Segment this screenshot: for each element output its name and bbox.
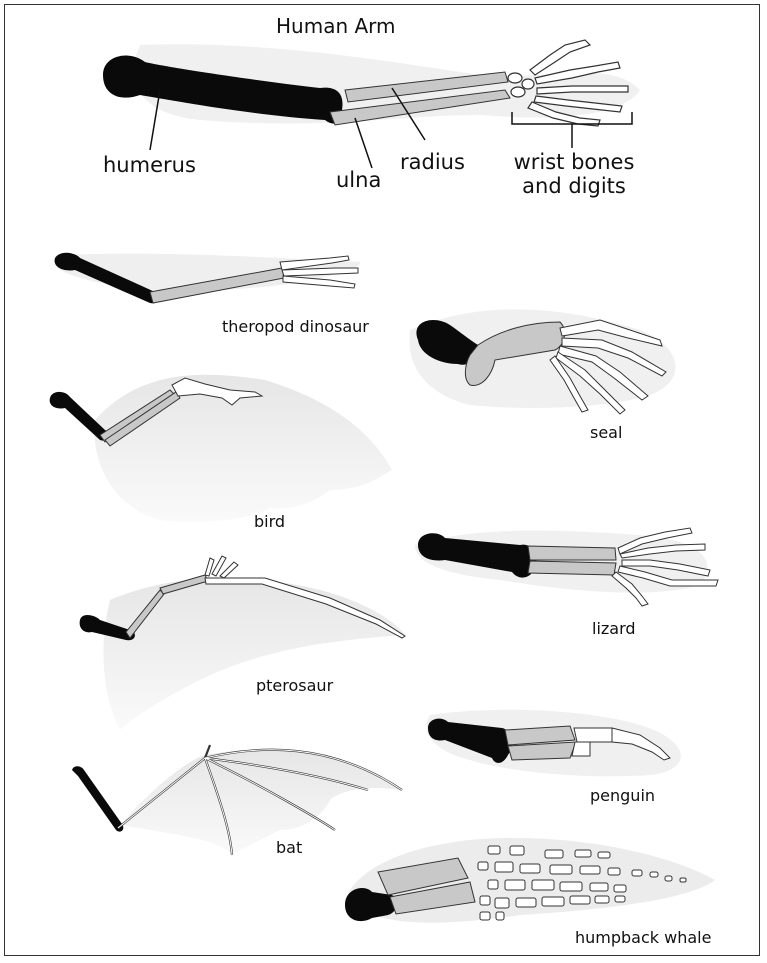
label-humerus: humerus	[103, 153, 196, 177]
label-seal: seal	[590, 423, 622, 442]
seal-flipper	[409, 309, 675, 414]
label-wrist-bones-and-digits: wrist bones and digits	[500, 150, 648, 198]
label-humpback-whale: humpback whale	[575, 928, 711, 947]
penguin-flipper	[426, 710, 680, 777]
label-radius: radius	[400, 150, 465, 174]
pterosaur-membrane	[103, 578, 405, 730]
label-bat: bat	[276, 838, 302, 857]
bat-wing	[72, 745, 402, 855]
label-lizard: lizard	[592, 619, 636, 638]
label-theropod-dinosaur: theropod dinosaur	[222, 317, 369, 336]
lizard-limb	[415, 528, 718, 606]
human-arm	[103, 40, 640, 168]
theropod-limb	[55, 253, 361, 304]
bird-wing	[50, 375, 392, 522]
label-wrist-line1: wrist bones	[500, 150, 648, 174]
label-bird: bird	[254, 512, 285, 531]
label-wrist-line2: and digits	[500, 174, 648, 198]
diagram-title: Human Arm	[276, 14, 396, 38]
pterosaur-wing	[80, 556, 405, 730]
label-pterosaur: pterosaur	[256, 676, 333, 695]
label-ulna: ulna	[336, 168, 381, 192]
whale-flipper	[345, 838, 715, 923]
label-penguin: penguin	[590, 786, 655, 805]
